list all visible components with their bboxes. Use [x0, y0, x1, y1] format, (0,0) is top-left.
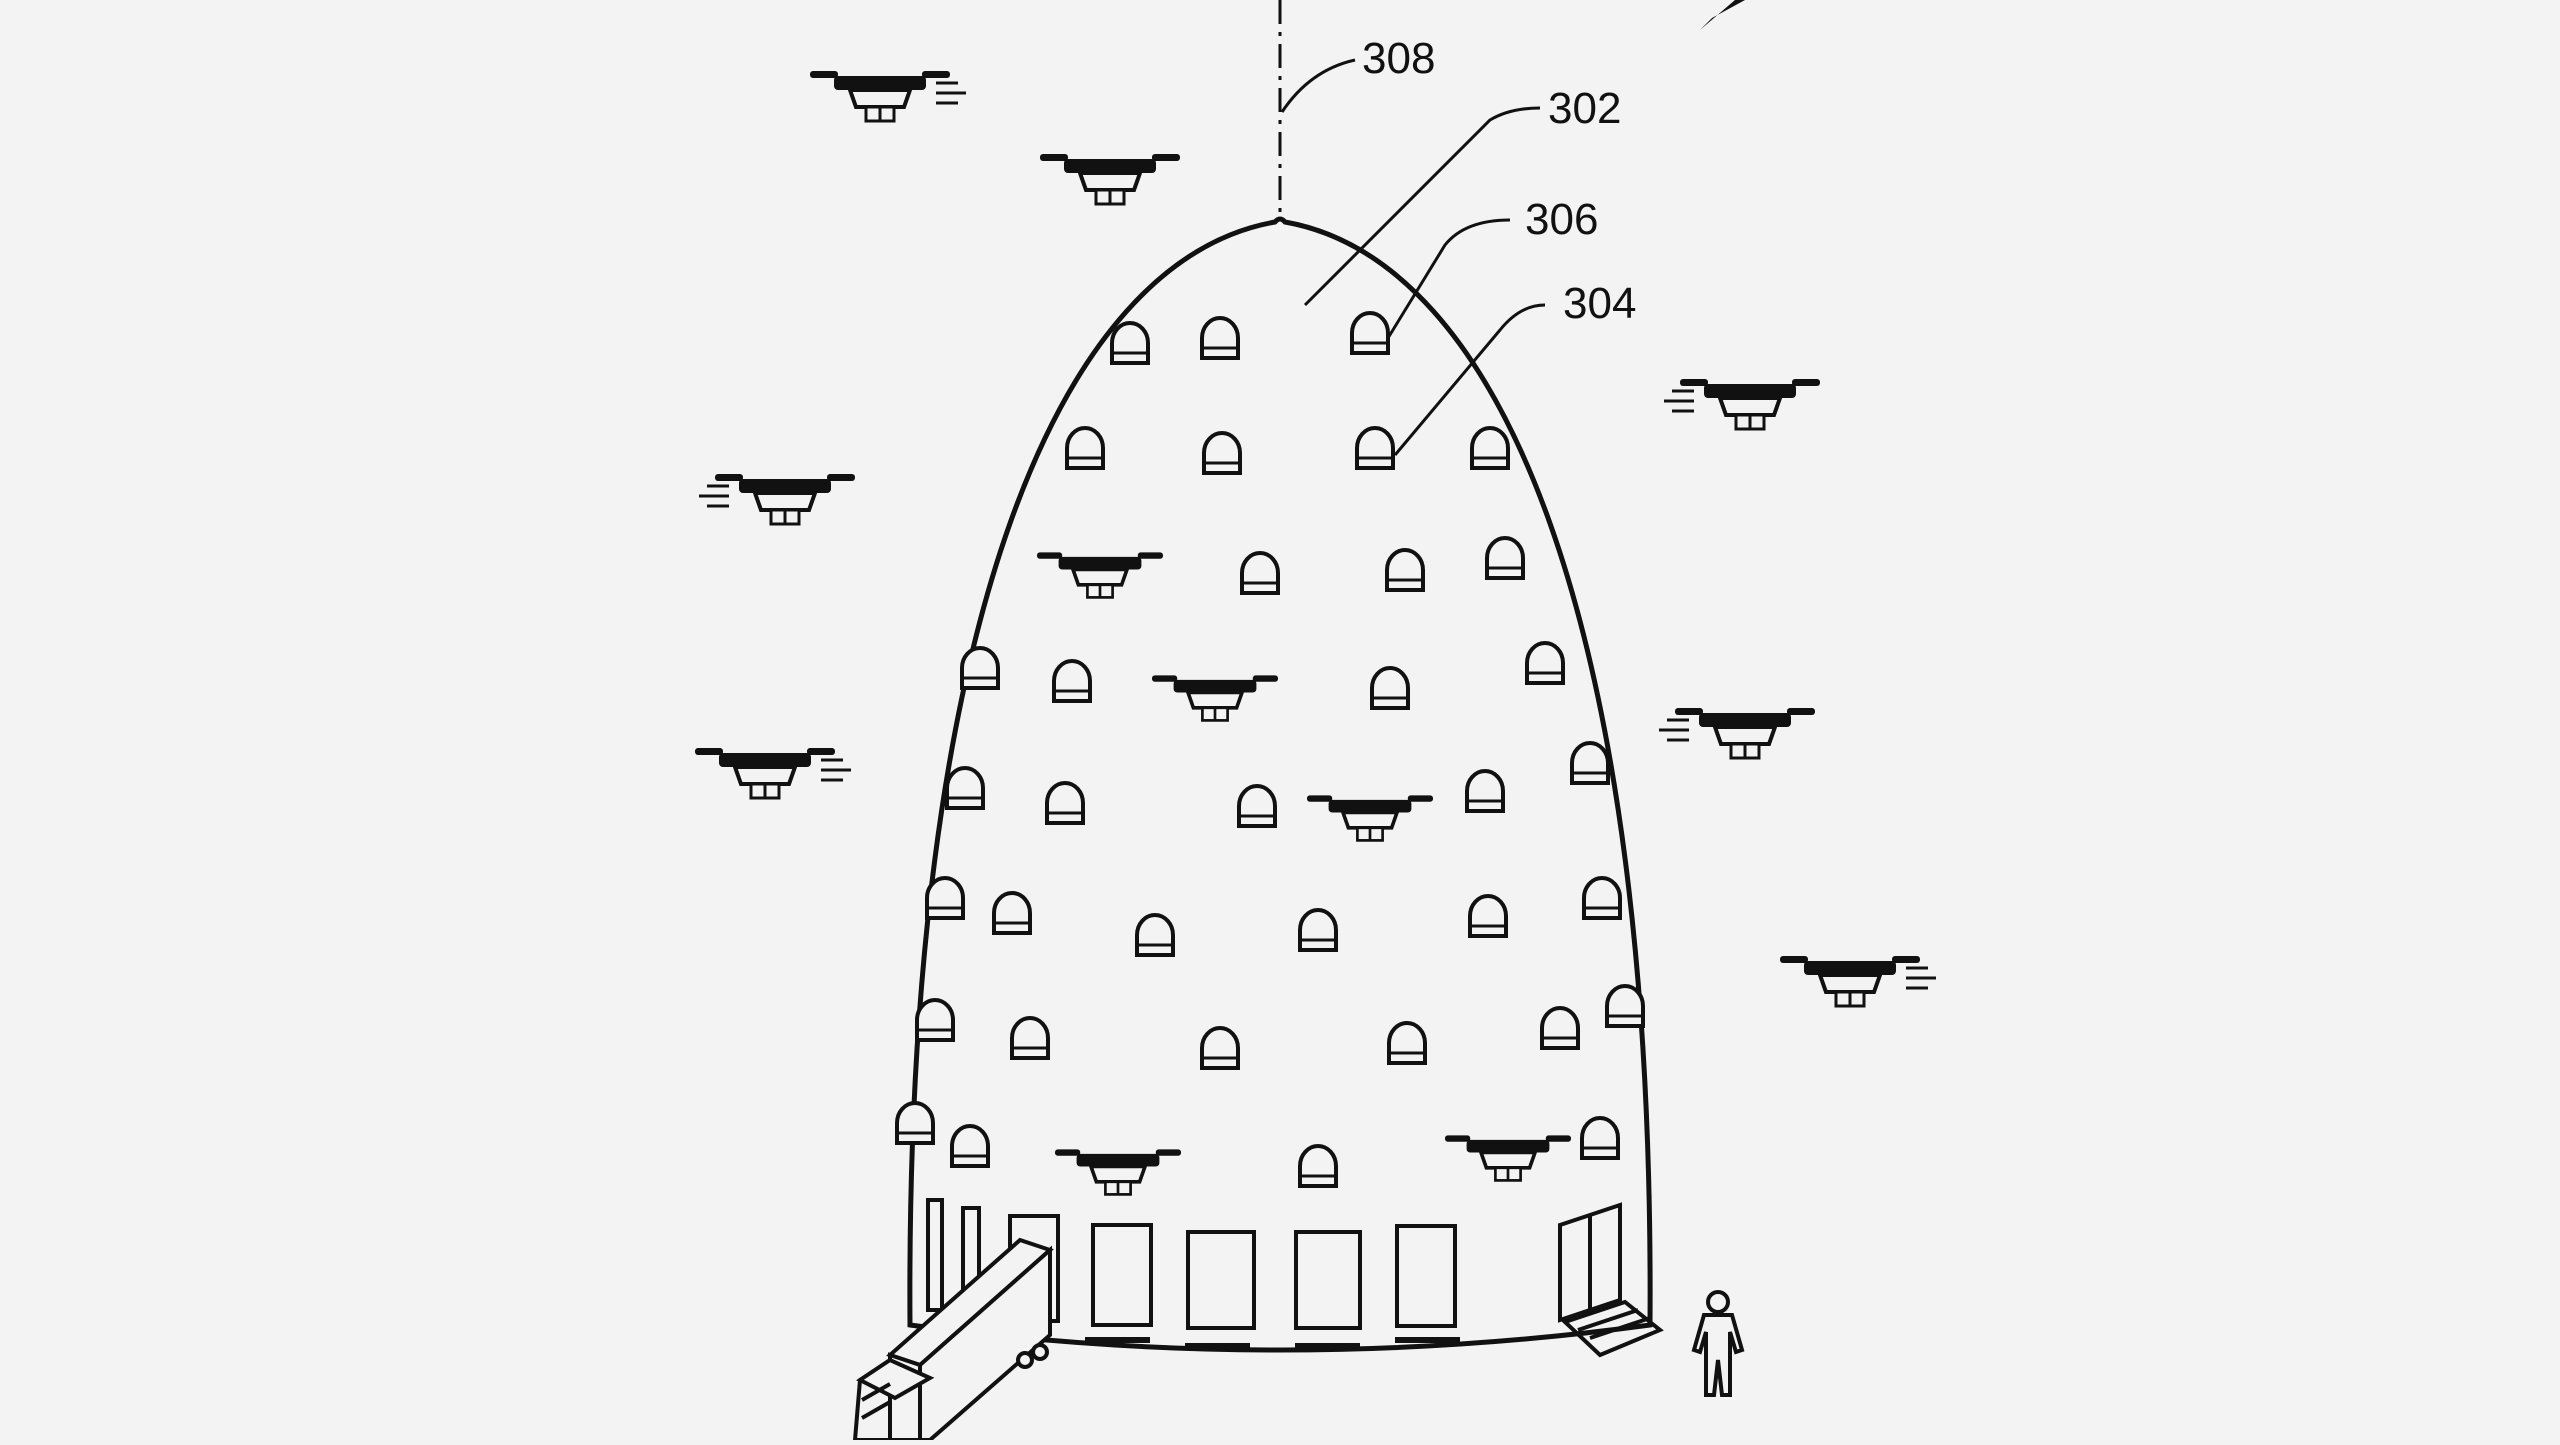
drone-bay-window — [1052, 659, 1092, 703]
delivery-drone — [1780, 956, 1936, 1008]
drone-bay-window — [1298, 1144, 1338, 1188]
drone-bay-window — [1387, 1021, 1427, 1065]
drone-bay-window — [945, 766, 985, 810]
leader-lines — [1280, 58, 1546, 456]
drone-bay-window — [1470, 426, 1510, 470]
delivery-drone — [699, 474, 855, 526]
drone-bay-window — [1370, 666, 1410, 710]
drone-bay-window — [1010, 1016, 1050, 1060]
drone-bay-window — [1045, 781, 1085, 825]
leader-line-302 — [1303, 106, 1541, 307]
drone-bay-window — [1570, 741, 1610, 785]
drone-bay-window — [1525, 641, 1565, 685]
drone-bay-window — [895, 1101, 935, 1145]
delivery-drone — [1037, 552, 1163, 599]
drone-bays — [895, 311, 1645, 1188]
delivery-drone — [1307, 795, 1433, 842]
drone-bay-window — [1200, 316, 1240, 360]
figure-arrow-icon — [1700, 0, 1745, 30]
drone-bay-window — [1605, 984, 1645, 1028]
label-308: 308 — [1362, 34, 1435, 83]
drone-bay-window — [1465, 769, 1505, 813]
drone-bay-window — [960, 646, 1000, 690]
drone-bay-window — [1298, 908, 1338, 952]
drone-bay-window — [1240, 551, 1280, 595]
drone-bay-window — [992, 891, 1032, 935]
drone-bay-window — [1237, 784, 1277, 828]
delivery-drone — [1664, 379, 1820, 431]
drone-bay-window — [1582, 876, 1622, 920]
label-304: 304 — [1563, 279, 1636, 328]
drone-fleet — [695, 71, 1936, 1196]
drone-bay-window — [1110, 321, 1150, 365]
drone-bay-window — [1065, 426, 1105, 470]
delivery-drone — [1445, 1135, 1571, 1182]
base-accents — [1085, 1337, 1460, 1349]
drone-bay-window — [1350, 311, 1390, 355]
tower-outline — [907, 216, 1653, 1353]
delivery-drone — [695, 748, 851, 800]
delivery-drone — [1040, 154, 1180, 206]
label-302: 302 — [1548, 84, 1621, 133]
drone-bay-window — [1540, 1006, 1580, 1050]
leader-line-304 — [1393, 303, 1546, 456]
leader-line-308 — [1280, 58, 1356, 113]
entrance-door — [1558, 1202, 1664, 1358]
delivery-truck — [852, 1237, 1054, 1442]
label-306: 306 — [1525, 195, 1598, 244]
drone-bay-window — [950, 1124, 990, 1168]
person-figure — [1691, 1290, 1745, 1397]
drone-bay-window — [1580, 1116, 1620, 1160]
drone-bay-window — [1135, 913, 1175, 957]
drone-bay-window — [1202, 431, 1242, 475]
delivery-drone — [1055, 1149, 1181, 1196]
drone-bay-window — [1385, 548, 1425, 592]
drone-bay-window — [925, 876, 965, 920]
drone-bay-window — [1485, 536, 1525, 580]
drone-bay-window — [1355, 426, 1395, 470]
drone-bay-window — [915, 998, 955, 1042]
delivery-drone — [1659, 708, 1815, 760]
delivery-drone — [1152, 675, 1278, 722]
drone-bay-window — [1468, 894, 1508, 938]
leader-line-306 — [1386, 218, 1511, 339]
drone-bay-window — [1200, 1026, 1240, 1070]
delivery-drone — [810, 71, 966, 123]
